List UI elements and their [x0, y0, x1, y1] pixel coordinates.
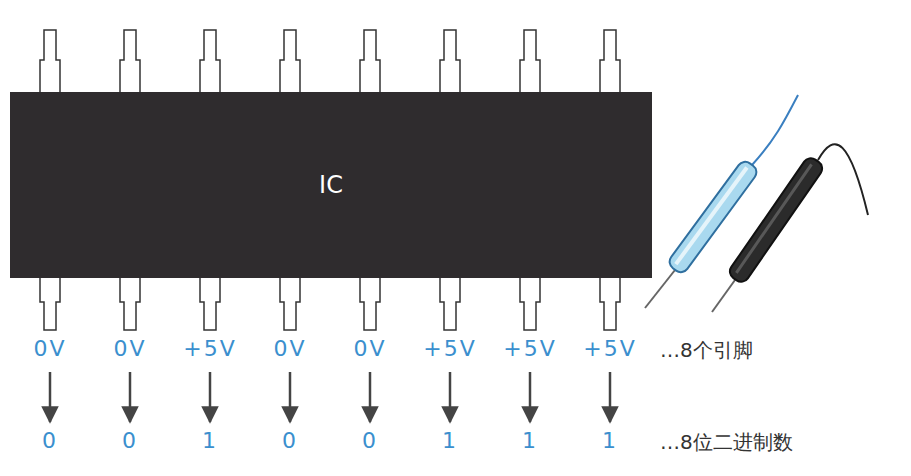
pin-voltage: +5V	[503, 336, 556, 362]
probe-blue	[645, 95, 798, 308]
down-arrow	[129, 372, 132, 422]
pin-voltage: 0V	[113, 336, 146, 362]
binary-digit: 1	[442, 428, 458, 454]
down-arrow	[529, 372, 532, 422]
probe-black	[712, 144, 868, 312]
pin	[600, 30, 620, 94]
down-arrow	[449, 372, 452, 422]
pin-voltage: 0V	[353, 336, 386, 362]
down-arrows	[50, 372, 610, 422]
down-arrow	[209, 372, 212, 422]
binary-digit: 0	[42, 428, 58, 454]
pin	[280, 276, 300, 330]
pin	[280, 30, 300, 94]
pin	[520, 276, 540, 330]
pin-voltage: +5V	[183, 336, 236, 362]
pin	[200, 276, 220, 330]
pin	[360, 30, 380, 94]
pin	[440, 30, 460, 94]
binary-digit: 1	[522, 428, 538, 454]
pin-voltage: +5V	[583, 336, 636, 362]
pin	[120, 30, 140, 94]
pin	[520, 30, 540, 94]
binary-digit: 0	[282, 428, 298, 454]
down-arrow	[369, 372, 372, 422]
binary-digit: 0	[122, 428, 138, 454]
down-arrow	[609, 372, 612, 422]
pin	[120, 276, 140, 330]
pin	[440, 276, 460, 330]
down-arrow	[49, 372, 52, 422]
pin-voltage: +5V	[423, 336, 476, 362]
pin-voltage: 0V	[273, 336, 306, 362]
binary-digit: 0	[362, 428, 378, 454]
ic-body: IC	[10, 92, 652, 278]
pin-voltage: 0V	[33, 336, 66, 362]
note: …8个引脚	[660, 338, 753, 362]
chip-label: IC	[319, 171, 343, 199]
pin	[200, 30, 220, 94]
pin	[600, 276, 620, 330]
down-arrow	[289, 372, 292, 422]
pin	[40, 276, 60, 330]
binary-digit: 1	[602, 428, 618, 454]
pin	[360, 276, 380, 330]
binary-digit: 1	[202, 428, 218, 454]
note: …8位二进制数	[660, 430, 793, 454]
pin	[40, 30, 60, 94]
